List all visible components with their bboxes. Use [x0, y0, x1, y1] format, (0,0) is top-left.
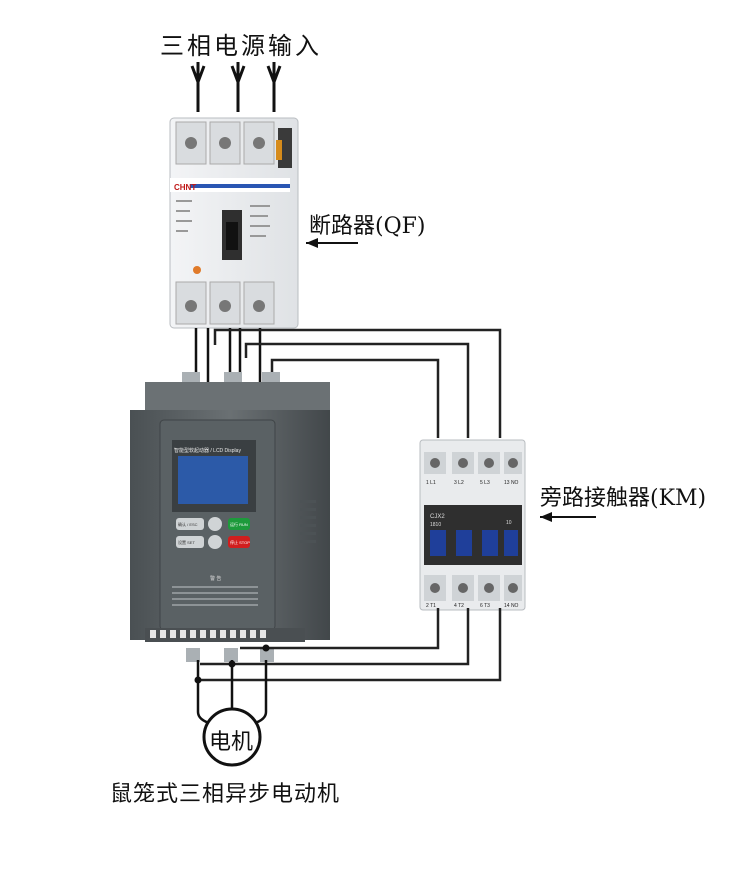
breaker-pointer-arrow [306, 238, 358, 248]
lcd-display-title: 智能型软起动器 / LCD Display [174, 447, 241, 454]
circuit-breaker: CHNT [169, 117, 299, 329]
contactor-top-terminal: 5 L3 [480, 480, 490, 486]
bypass-contactor-device: CJX2 1810 10 1 L1 3 L2 5 L3 13 NO 2 T1 4… [419, 439, 526, 611]
contactor-aux: 10 [506, 520, 512, 526]
contactor-model: CJX2 [430, 514, 445, 520]
contactor-bottom-terminal: 6 T3 [480, 603, 490, 609]
contactor-bottom-terminal: 14 NO [504, 603, 519, 609]
bypass-input-wires [213, 328, 502, 438]
input-arrows [190, 62, 282, 112]
motor-symbol [202, 707, 262, 767]
contactor-top-terminal: 3 L2 [454, 480, 464, 486]
contactor-top-terminal: 13 NO [504, 480, 519, 486]
bypass-contactor-label: 旁路接触器(KM) [540, 486, 707, 511]
junction-dots [194, 644, 270, 684]
motor-caption: 鼠笼式三相异步电动机 [110, 782, 341, 807]
keypad-run-label: 运行 RUN [230, 521, 248, 527]
keypad-stop-label: 停止 STOP [230, 539, 250, 545]
motor-label: 电机 [209, 730, 254, 755]
contactor-bottom-terminal: 2 T1 [426, 603, 436, 609]
soft-starter: 智能型软起动器 / LCD Display 确认 / ESC 运行 RUN 设置… [130, 372, 330, 662]
keypad-set-label: 设置 SET [178, 539, 195, 545]
contactor-bottom-terminal: 4 T2 [454, 603, 464, 609]
breaker-brand-label: CHNT [174, 183, 196, 192]
power-input-label: 三相电源输入 [160, 32, 322, 60]
bypass-output-wires [200, 608, 502, 682]
contactor-rating: 1810 [430, 522, 441, 528]
warning-title: 警 告 [210, 575, 221, 582]
keypad-confirm-label: 确认 / ESC [178, 521, 198, 527]
contactor-top-terminal: 1 L1 [426, 480, 436, 486]
contactor-pointer-arrow [540, 512, 596, 522]
breaker-label: 断路器(QF) [309, 214, 426, 239]
